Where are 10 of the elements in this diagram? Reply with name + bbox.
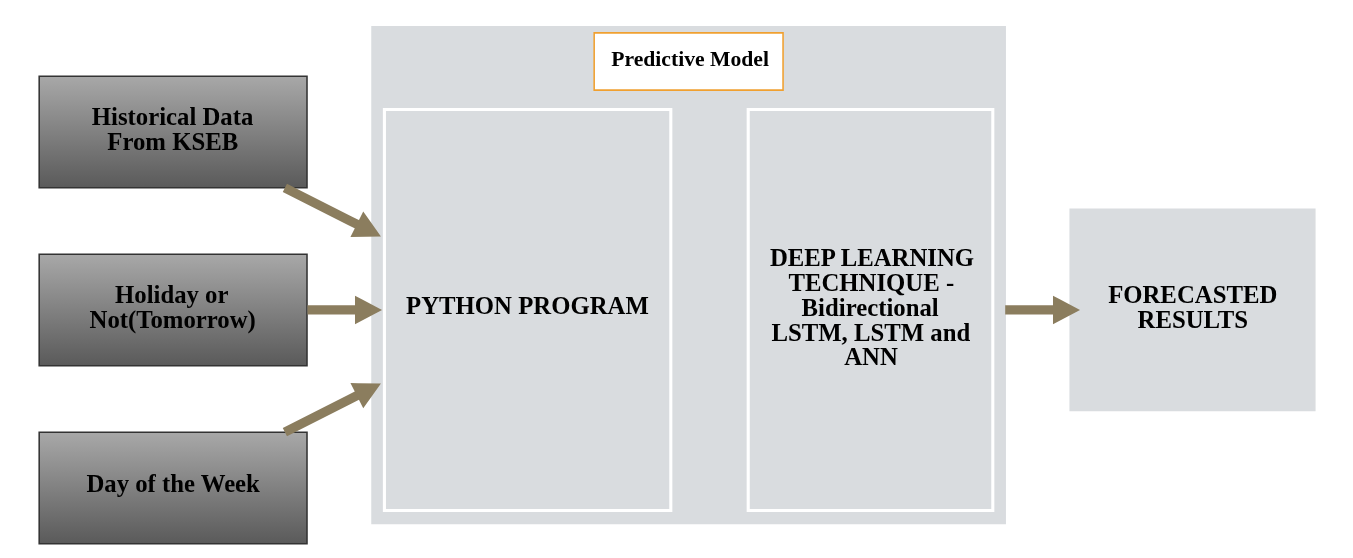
arrow <box>282 383 381 437</box>
node-box: PYTHON PROGRAM <box>382 107 672 512</box>
node-box: Holiday or Not(Tomorrow) <box>37 253 308 367</box>
arrow <box>1004 295 1080 325</box>
node-box: DEEP LEARNING TECHNIQUE - Bidirectional LSTM, LSTM and ANN <box>746 107 994 512</box>
arrow <box>282 183 381 237</box>
node-box: Historical Data From KSEB <box>37 75 308 189</box>
node-box: Day of the Week <box>37 431 308 545</box>
arrow <box>307 295 382 325</box>
node-box: FORECASTED RESULTS <box>1068 208 1316 412</box>
